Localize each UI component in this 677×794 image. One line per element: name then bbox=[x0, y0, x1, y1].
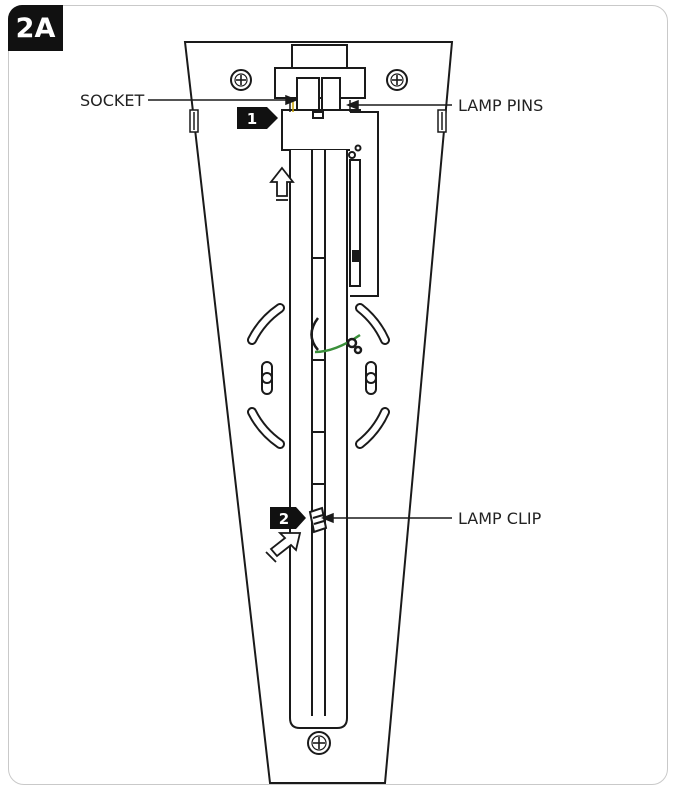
lamp-clip-label: LAMP CLIP bbox=[458, 509, 542, 528]
keyhole-left-icon bbox=[261, 361, 273, 395]
screw-bottom-icon bbox=[307, 731, 331, 755]
callout-lines bbox=[148, 94, 452, 524]
bracket-marker bbox=[352, 250, 359, 262]
lamp-tube bbox=[289, 150, 348, 729]
socket-assembly bbox=[274, 44, 366, 151]
step-number-1: 1 bbox=[247, 110, 257, 128]
screw-top-left-icon bbox=[230, 69, 252, 91]
figure-label: 2A bbox=[8, 5, 63, 51]
step-number-2: 2 bbox=[279, 510, 289, 528]
up-arrow-icon bbox=[269, 166, 295, 201]
step-marker-2: 2 bbox=[270, 507, 306, 529]
figure-frame bbox=[8, 5, 668, 785]
mounting-slots-inner bbox=[249, 305, 388, 447]
keyhole-right-icon bbox=[365, 361, 377, 395]
lamp-pins-label: LAMP PINS bbox=[458, 96, 544, 115]
wiring bbox=[310, 317, 363, 355]
side-tab-right-icon bbox=[437, 109, 447, 133]
lamp-clip bbox=[308, 506, 328, 534]
step-marker-1: 1 bbox=[237, 107, 278, 129]
tube-marks bbox=[312, 257, 325, 485]
socket-label: SOCKET bbox=[80, 91, 145, 110]
push-arrow-icon bbox=[265, 532, 302, 563]
bracket bbox=[348, 111, 379, 297]
screw-top-right-icon bbox=[386, 69, 408, 91]
side-tab-left-icon bbox=[189, 109, 199, 133]
